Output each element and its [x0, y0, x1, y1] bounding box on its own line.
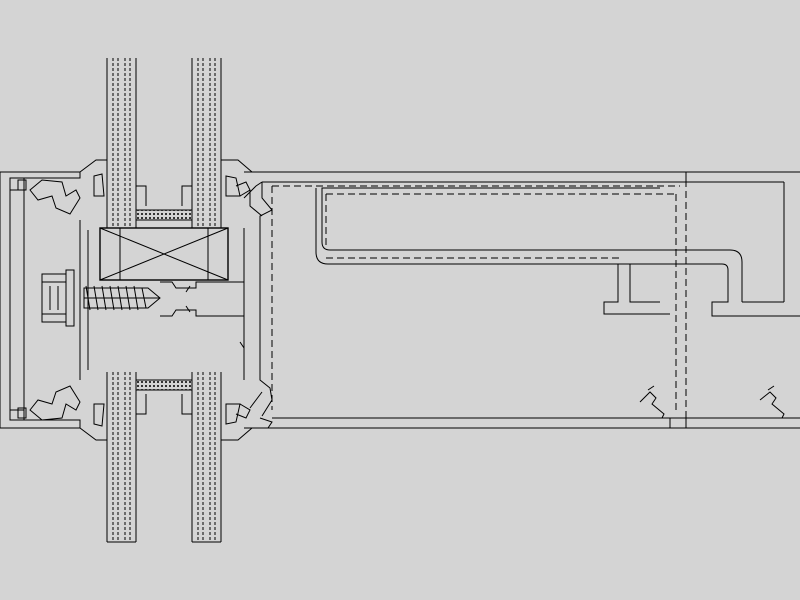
spacer-upper	[135, 209, 193, 221]
insulator-block	[99, 227, 229, 281]
glass-pane-upper-left	[106, 58, 137, 228]
spacer-lower	[135, 379, 193, 391]
pressure-plate	[0, 171, 81, 429]
bolt-head-icon	[41, 269, 75, 327]
mullion-frame	[243, 171, 800, 429]
mullion-center-body	[79, 159, 253, 441]
